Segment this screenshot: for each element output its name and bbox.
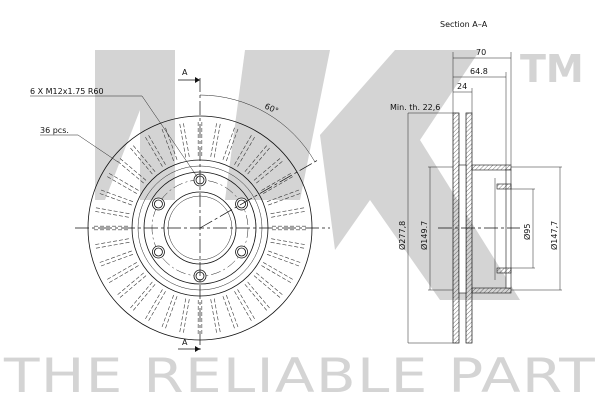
dim-overall-height: 70 — [476, 48, 486, 57]
hat-wall-top — [471, 164, 512, 171]
vane-line — [256, 272, 283, 295]
front-view: A A 6 X M12x1.75 R60 36 pcs. 60° — [30, 68, 330, 352]
dim-outer-diameter: Ø277,8 — [397, 221, 407, 250]
vane-line — [237, 289, 255, 320]
bore-lip-top — [496, 183, 512, 190]
watermark-logo-k — [320, 50, 520, 300]
vane-line — [213, 123, 221, 158]
vane-line — [148, 291, 166, 321]
vanes-count-label: 36 pcs. — [40, 126, 69, 135]
vane-line — [107, 262, 137, 280]
vane-line — [244, 284, 267, 311]
watermark-logo-n — [95, 50, 175, 200]
dim-hat-diameter: Ø147,7 — [549, 221, 559, 250]
bore-lip-bottom — [496, 267, 512, 274]
dim-hat-height: 64.8 — [470, 67, 488, 76]
bolt-hole — [154, 199, 163, 209]
vane-line — [179, 298, 187, 333]
vent-channel — [458, 164, 467, 294]
bolt-leader — [30, 95, 199, 179]
vane-line — [270, 241, 305, 249]
section-mark-top: A — [182, 68, 188, 77]
vane-line — [261, 265, 292, 283]
bolt-hole — [237, 247, 246, 257]
vane-line — [183, 123, 190, 157]
vane-line — [145, 289, 163, 320]
angle-arc — [199, 94, 316, 163]
hat-face — [505, 169, 512, 289]
vane-line — [95, 211, 129, 218]
section-arrow-top — [195, 77, 200, 83]
vane-line — [234, 291, 252, 321]
bolt-hole — [154, 247, 163, 257]
watermark-trademark: TM — [520, 47, 584, 91]
section-view: Section A–A 70 64.8 24 Min. th. 22,6 Ø27… — [390, 20, 562, 344]
watermark-slogan: THE RELIABLE PART — [3, 349, 596, 400]
dim-thickness: 24 — [457, 82, 467, 91]
hat-wall-bottom — [471, 287, 512, 294]
watermark-logo-slash — [225, 50, 330, 200]
bolt-hole — [237, 199, 246, 209]
vane-line — [263, 262, 293, 280]
section-title: Section A–A — [440, 20, 488, 29]
dim-hub-diameter: Ø149.7 — [419, 221, 429, 250]
section-mark-bottom: A — [182, 338, 188, 347]
bolt-holes — [152, 173, 248, 283]
vane-line — [270, 207, 305, 215]
vane-line — [183, 299, 190, 333]
vane-line — [133, 284, 156, 311]
vane-line — [95, 238, 129, 245]
vane-line — [108, 265, 139, 283]
vane-line — [213, 298, 221, 333]
vane-line — [95, 241, 130, 249]
vane-line — [210, 299, 217, 333]
dim-center-bore: Ø95 — [522, 224, 532, 240]
vanes-leader — [40, 134, 119, 163]
vane-line — [95, 207, 130, 215]
vane-line — [271, 238, 305, 245]
vane-line — [210, 123, 217, 157]
bolt-spec-label: 6 X M12x1.75 R60 — [30, 87, 104, 96]
vane-line — [117, 272, 144, 295]
vane-line — [271, 211, 305, 218]
min-thickness-label: Min. th. 22,6 — [390, 103, 440, 112]
section-arrow-bottom — [195, 346, 200, 352]
vane-line — [117, 161, 144, 184]
